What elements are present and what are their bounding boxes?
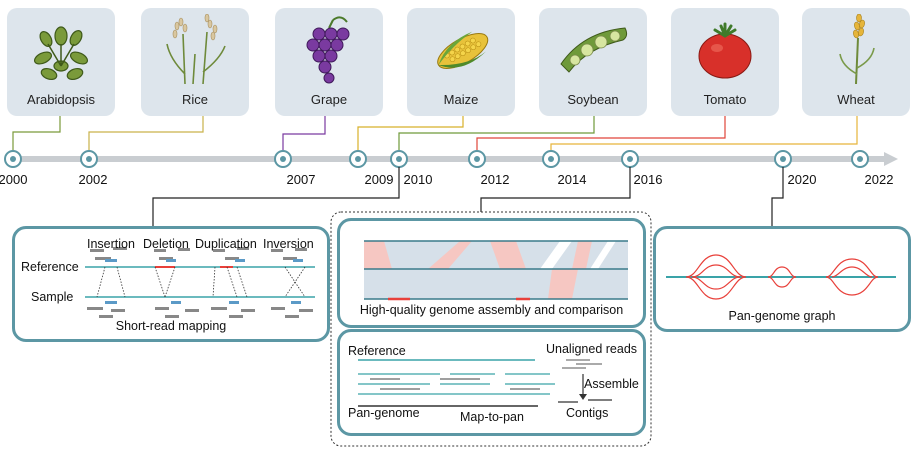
connector-assembly bbox=[480, 167, 631, 212]
crop-card-wheat: Wheat bbox=[802, 8, 910, 116]
timeline-node-2007 bbox=[274, 150, 292, 168]
crop-label: Tomato bbox=[703, 92, 747, 107]
tomato-icon bbox=[698, 22, 752, 79]
timeline-node-2022 bbox=[851, 150, 869, 168]
sv-type-duplication: Duplication bbox=[195, 237, 257, 251]
unaligned-reads-label: Unaligned reads bbox=[546, 342, 638, 356]
map-reference-label: Reference bbox=[348, 344, 406, 358]
connector-grape bbox=[282, 116, 326, 153]
connector-arabidopsis bbox=[12, 116, 61, 153]
timeline-node-2016 bbox=[621, 150, 639, 168]
year-label: 2009 bbox=[364, 172, 394, 187]
crop-card-soybean: Soybean bbox=[539, 8, 647, 116]
year-label: 2000 bbox=[0, 172, 28, 187]
assembly-panel: High-quality genome assembly and compari… bbox=[337, 218, 646, 328]
timeline-node-2020 bbox=[774, 150, 792, 168]
timeline-node-2009 bbox=[349, 150, 367, 168]
sample-label: Sample bbox=[31, 290, 74, 304]
year-label: 2012 bbox=[480, 172, 510, 187]
crop-card-maize: Maize bbox=[407, 8, 515, 116]
short-read-diagram bbox=[85, 247, 315, 318]
crop-label: Grape bbox=[310, 92, 348, 107]
rice-icon bbox=[166, 14, 226, 84]
year-label: 2022 bbox=[864, 172, 894, 187]
pan-genome-graph-caption: Pan-genome graph bbox=[728, 309, 836, 323]
assembly-caption: High-quality genome assembly and compari… bbox=[359, 303, 624, 317]
map-to-pan-caption: Map-to-pan bbox=[460, 410, 524, 424]
crop-label: Maize bbox=[443, 92, 479, 107]
pan-genome-label: Pan-genome bbox=[348, 406, 420, 420]
crop-label: Rice bbox=[181, 92, 208, 107]
year-label: 2007 bbox=[286, 172, 316, 187]
crop-card-grape: Grape bbox=[275, 8, 383, 116]
year-label: 2014 bbox=[557, 172, 587, 187]
assembly-diagram bbox=[364, 240, 628, 301]
year-label: 2002 bbox=[78, 172, 108, 187]
connector-soybean bbox=[398, 116, 595, 153]
arabidopsis-icon bbox=[33, 26, 89, 81]
contigs-label: Contigs bbox=[566, 406, 609, 420]
timeline-node-2002 bbox=[80, 150, 98, 168]
timeline-arrow bbox=[884, 152, 898, 166]
crop-card-rice: Rice bbox=[141, 8, 249, 116]
crop-label: Arabidopsis bbox=[27, 92, 95, 107]
connector-short-read bbox=[152, 167, 400, 226]
grape-icon bbox=[306, 16, 350, 84]
connector-graph bbox=[771, 167, 784, 226]
connector-maize bbox=[357, 116, 464, 153]
short-read-panel: Insertion Deletion Duplication Inversion… bbox=[12, 226, 330, 342]
crop-label: Soybean bbox=[567, 92, 619, 107]
crop-label: Wheat bbox=[837, 92, 875, 107]
reference-label: Reference bbox=[21, 260, 79, 274]
timeline-node-2010 bbox=[390, 150, 408, 168]
connector-rice bbox=[88, 116, 204, 153]
year-label: 2020 bbox=[787, 172, 817, 187]
map-to-pan-panel: Reference Unaligned reads Assemble Pan-g… bbox=[337, 329, 646, 436]
year-label: 2016 bbox=[633, 172, 663, 187]
pan-genome-graph-panel: Pan-genome graph bbox=[653, 226, 911, 332]
pan-genome-graph-diagram bbox=[666, 254, 896, 300]
soybean-icon bbox=[560, 27, 628, 73]
year-label: 2010 bbox=[403, 172, 433, 187]
timeline-node-2000 bbox=[4, 150, 22, 168]
crop-card-arabidopsis: Arabidopsis bbox=[7, 8, 115, 116]
middle-group-outline bbox=[330, 211, 652, 447]
map-to-pan-diagram bbox=[358, 359, 612, 407]
connector-wheat bbox=[550, 116, 858, 153]
assemble-label: Assemble bbox=[584, 377, 639, 391]
wheat-icon bbox=[839, 14, 875, 84]
connector-tomato bbox=[476, 116, 726, 153]
crop-card-tomato: Tomato bbox=[671, 8, 779, 116]
maize-icon bbox=[437, 31, 489, 69]
timeline-node-2014 bbox=[542, 150, 560, 168]
short-read-caption: Short-read mapping bbox=[115, 319, 227, 333]
sv-type-deletion: Deletion bbox=[143, 237, 189, 251]
sv-type-insertion: Insertion bbox=[87, 237, 135, 251]
timeline-bar bbox=[6, 156, 884, 162]
sv-type-inversion: Inversion bbox=[263, 237, 314, 251]
timeline-node-2012 bbox=[468, 150, 486, 168]
